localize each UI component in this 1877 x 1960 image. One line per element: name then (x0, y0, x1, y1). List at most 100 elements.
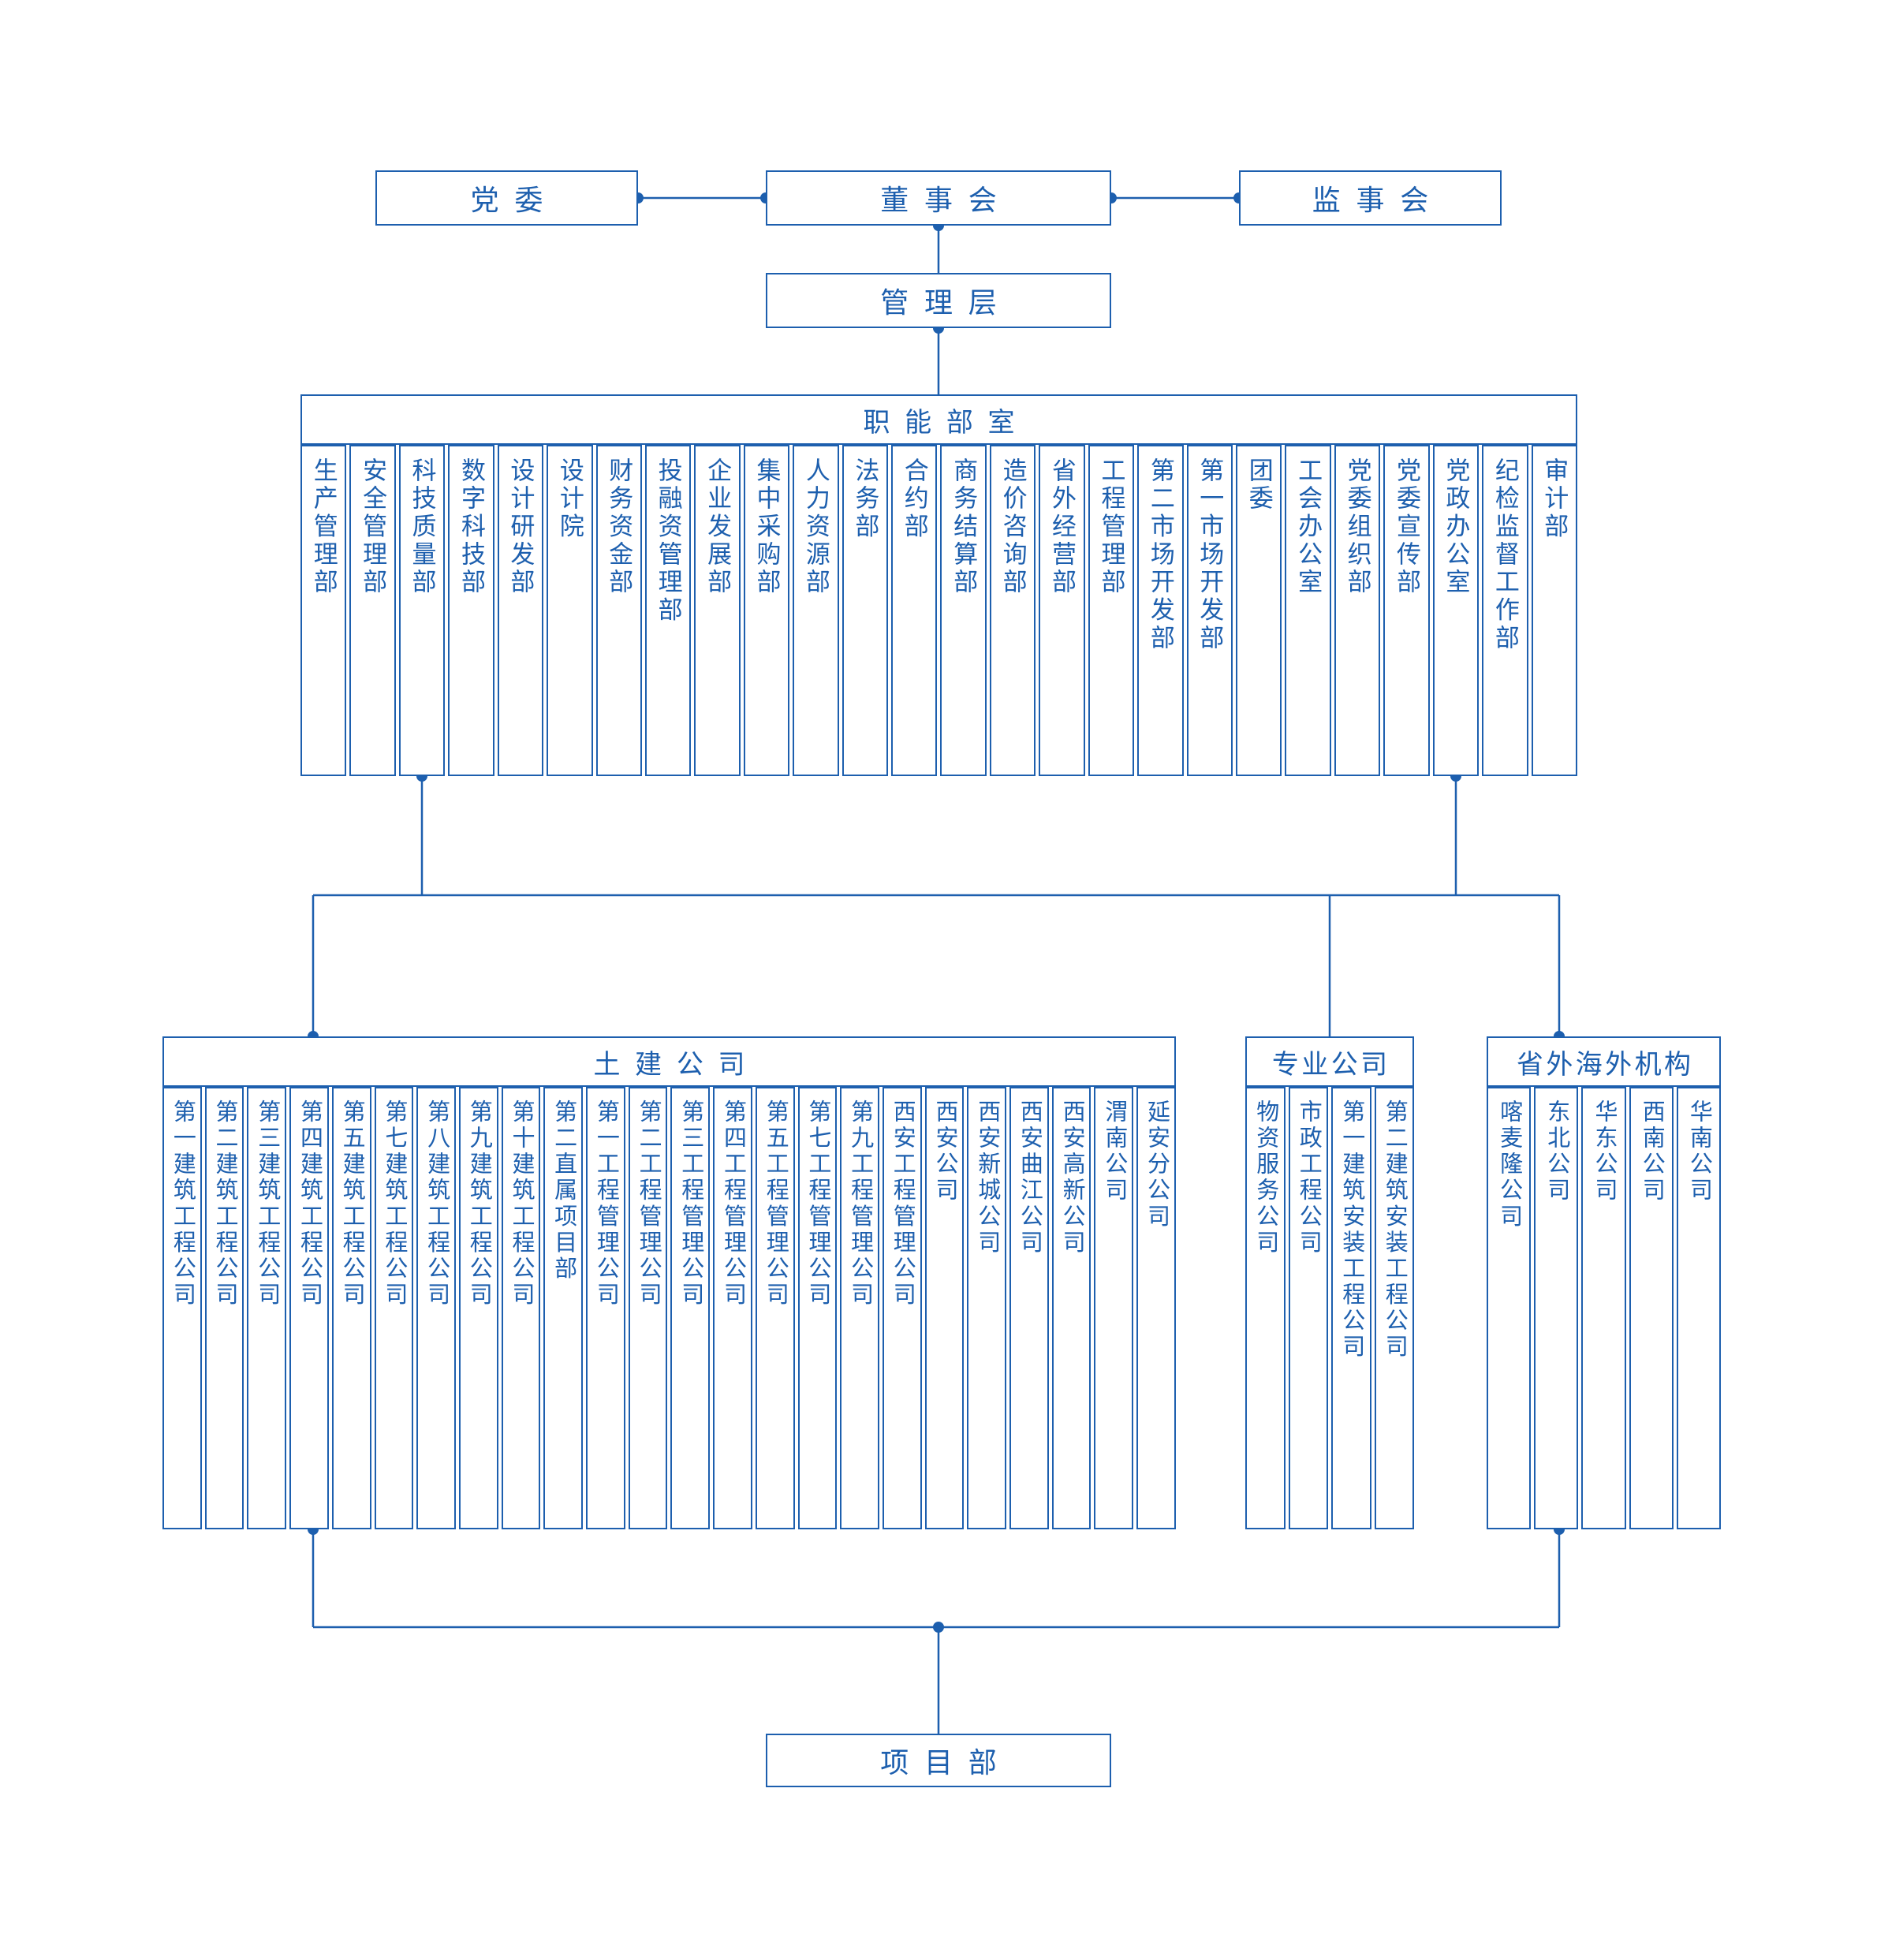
company-box: 第四工程管理公司 (713, 1087, 752, 1529)
department-box: 团委 (1236, 445, 1282, 776)
department-box: 第一市场开发部 (1186, 445, 1233, 776)
company-label: 第九工程管理公司 (847, 1099, 873, 1309)
company-label: 第三建筑工程公司 (254, 1099, 280, 1309)
company-box: 延安分公司 (1136, 1087, 1176, 1529)
company-box: 市政工程公司 (1288, 1087, 1328, 1529)
company-box: 渭南公司 (1094, 1087, 1134, 1529)
company-label: 延安分公司 (1144, 1099, 1170, 1230)
department-box: 人力资源部 (793, 445, 839, 776)
department-label: 审计部 (1540, 457, 1569, 542)
company-label: 华南公司 (1686, 1099, 1712, 1204)
company-box: 第二建筑安装工程公司 (1374, 1087, 1414, 1529)
company-label: 西安新城公司 (974, 1099, 1000, 1256)
tier2-lines (312, 776, 1561, 1036)
company-box: 西南公司 (1629, 1087, 1674, 1529)
department-label: 工程管理部 (1097, 457, 1125, 597)
company-label: 第二建筑安装工程公司 (1382, 1099, 1408, 1361)
specialized-companies-title: 专业公司 (1271, 1049, 1390, 1080)
company-box: 西安新城公司 (967, 1087, 1007, 1529)
department-label: 商务结算部 (950, 457, 978, 597)
company-box: 西安曲江公司 (1009, 1087, 1049, 1529)
company-box: 第七工程管理公司 (797, 1087, 838, 1529)
node-party-committee-label: 党委 (470, 184, 559, 216)
company-label: 市政工程公司 (1296, 1099, 1322, 1256)
company-box: 第五建筑工程公司 (331, 1087, 371, 1529)
department-label: 团委 (1244, 457, 1273, 513)
company-label: 第一工程管理公司 (593, 1099, 619, 1309)
department-box: 科技质量部 (398, 445, 446, 776)
department-label: 第一市场开发部 (1196, 457, 1224, 653)
department-box: 生产管理部 (300, 445, 347, 776)
company-box: 第二建筑工程公司 (204, 1087, 244, 1529)
company-label: 第四建筑工程公司 (297, 1099, 323, 1309)
company-label: 第五建筑工程公司 (339, 1099, 365, 1309)
company-box: 第一建筑工程公司 (162, 1087, 202, 1529)
company-box: 第四建筑工程公司 (289, 1087, 329, 1529)
department-box: 商务结算部 (940, 445, 987, 776)
overseas-institutions-columns: 喀麦隆公司 东北公司 华东公司 西南公司 华南公司 (1487, 1087, 1722, 1529)
company-label: 第一建筑工程公司 (170, 1099, 196, 1309)
company-label: 第一建筑安装工程公司 (1338, 1099, 1364, 1361)
department-label: 合约部 (900, 457, 928, 542)
company-label: 西安工程管理公司 (890, 1099, 916, 1309)
company-box: 第三建筑工程公司 (247, 1087, 287, 1529)
department-box: 数字科技部 (448, 445, 494, 776)
department-box: 安全管理部 (349, 445, 396, 776)
department-label: 省外经营部 (1048, 457, 1077, 597)
company-label: 西安公司 (932, 1099, 957, 1204)
department-label: 第二市场开发部 (1146, 457, 1174, 653)
department-box: 合约部 (891, 445, 938, 776)
node-board-of-directors: 董事会 (766, 170, 1111, 226)
company-label: 第三工程管理公司 (677, 1099, 703, 1309)
department-box: 集中采购部 (743, 445, 790, 776)
department-box: 设计院 (547, 445, 593, 776)
company-box: 华南公司 (1676, 1087, 1722, 1529)
company-box: 第二工程管理公司 (628, 1087, 668, 1529)
specialized-companies-columns: 物资服务公司 市政工程公司 第一建筑安装工程公司 第二建筑安装工程公司 (1245, 1087, 1414, 1529)
company-label: 第七工程管理公司 (804, 1099, 830, 1309)
company-label: 渭南公司 (1101, 1099, 1127, 1204)
department-label: 党委组织部 (1343, 457, 1371, 597)
overseas-institutions-header: 省外海外机构 (1487, 1036, 1721, 1087)
department-box: 造价咨询部 (989, 445, 1036, 776)
department-label: 党政办公室 (1442, 457, 1470, 597)
department-box: 工程管理部 (1088, 445, 1135, 776)
overseas-institutions-title: 省外海外机构 (1516, 1049, 1694, 1080)
department-box: 省外经营部 (1039, 445, 1085, 776)
department-label: 生产管理部 (309, 457, 338, 597)
company-box: 西安公司 (924, 1087, 965, 1529)
department-label: 党委宣传部 (1392, 457, 1420, 597)
node-project-department-label: 项目部 (880, 1746, 1013, 1779)
civil-companies-columns: 第一建筑工程公司 第二建筑工程公司 第三建筑工程公司 第四建筑工程公司 第五建筑… (162, 1087, 1176, 1529)
company-label: 第七建筑工程公司 (381, 1099, 407, 1309)
company-label: 第二直属项目部 (550, 1099, 577, 1282)
company-box: 物资服务公司 (1245, 1087, 1286, 1529)
company-label: 物资服务公司 (1252, 1099, 1278, 1256)
company-label: 第五工程管理公司 (763, 1099, 789, 1309)
company-label: 第九建筑工程公司 (466, 1099, 492, 1309)
specialized-companies-header: 专业公司 (1245, 1036, 1414, 1087)
company-box: 第二直属项目部 (543, 1087, 584, 1529)
company-box: 第三工程管理公司 (670, 1087, 711, 1529)
node-management-layer-label: 管理层 (880, 286, 1013, 319)
company-label: 第十建筑工程公司 (508, 1099, 534, 1309)
department-label: 纪检监督工作部 (1491, 457, 1519, 653)
department-box: 工会办公室 (1285, 445, 1331, 776)
functional-departments-columns: 生产管理部 安全管理部 科技质量部 数字科技部 设计研发部 设计院 财务资金 (300, 445, 1577, 776)
department-label: 工会办公室 (1294, 457, 1323, 597)
company-box: 西安高新公司 (1051, 1087, 1091, 1529)
department-label: 安全管理部 (359, 457, 387, 597)
company-box: 第五工程管理公司 (755, 1087, 795, 1529)
company-label: 西安高新公司 (1059, 1099, 1085, 1256)
department-box: 财务资金部 (595, 445, 642, 776)
node-project-department: 项目部 (766, 1734, 1111, 1787)
company-label: 第八建筑工程公司 (424, 1099, 450, 1309)
company-box: 西安工程管理公司 (882, 1087, 922, 1529)
department-box: 法务部 (841, 445, 889, 776)
company-box: 第九工程管理公司 (840, 1087, 879, 1529)
department-box: 企业发展部 (694, 445, 741, 776)
department-label: 设计院 (555, 457, 584, 542)
company-label: 西南公司 (1639, 1099, 1665, 1204)
department-box: 党委组织部 (1334, 445, 1381, 776)
